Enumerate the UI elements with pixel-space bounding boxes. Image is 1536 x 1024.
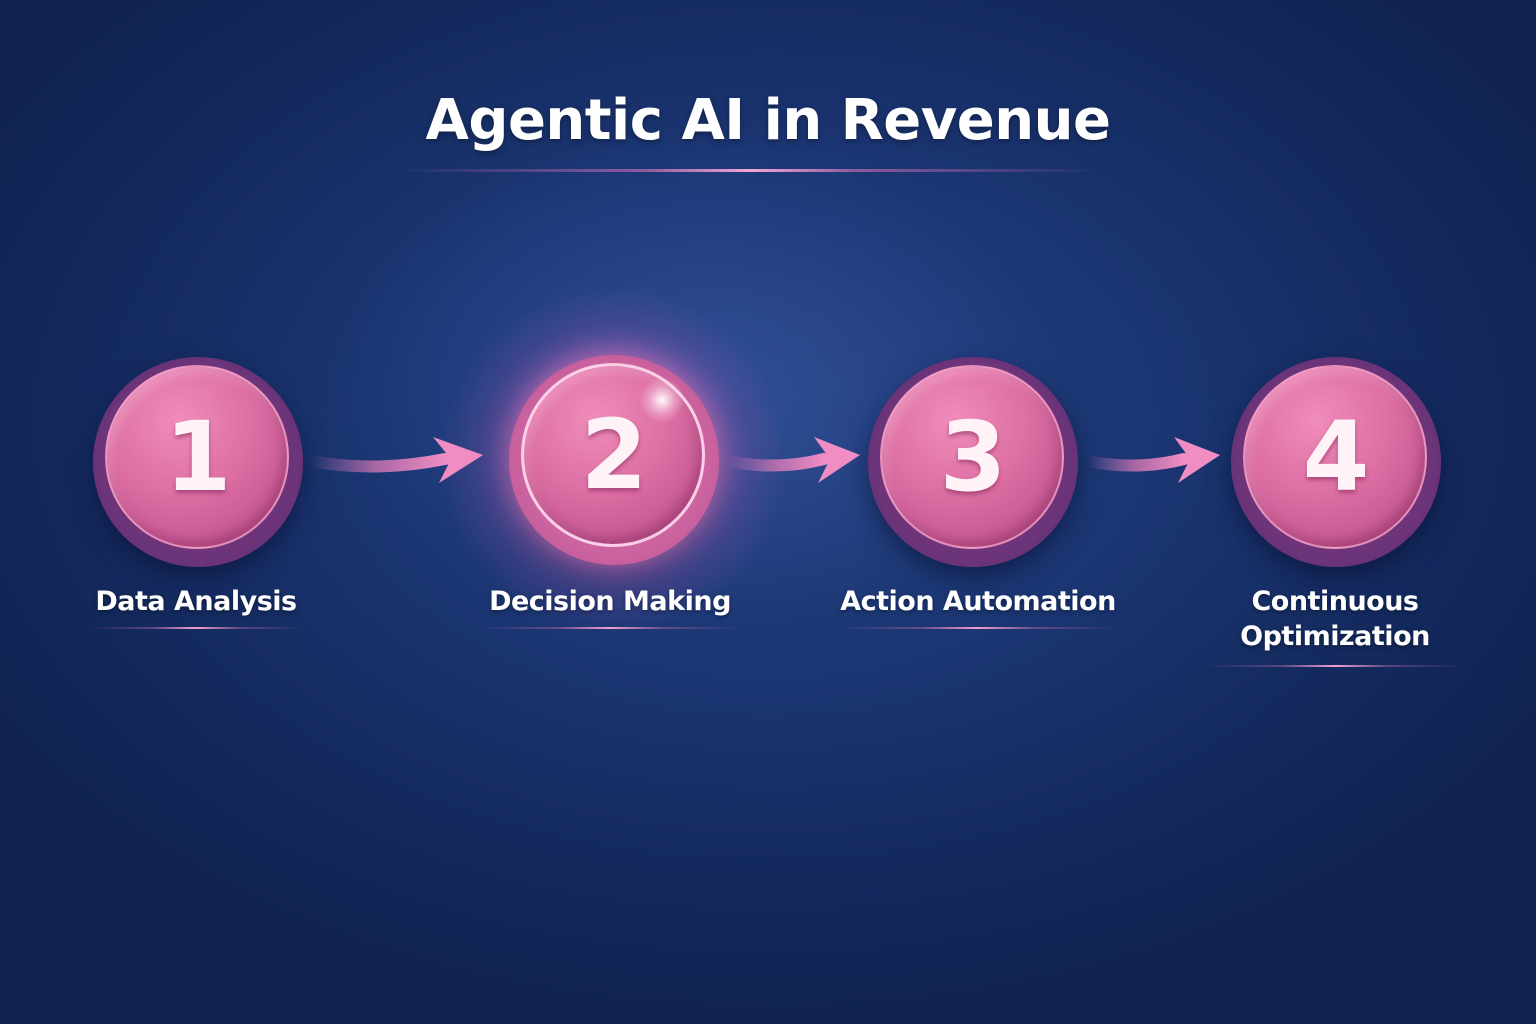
sparkle-icon [639,377,685,423]
step-2-number: 2 [580,399,648,511]
step-2-underline [480,627,740,629]
step-1-underline [88,627,304,629]
diagram-title: Agentic AI in Revenue [425,88,1111,153]
step-3-number: 3 [939,401,1007,513]
step-4-underline [1205,665,1465,667]
curved-arrow-right-icon [722,437,860,483]
step-4-label-line2: Optimization [1240,621,1430,653]
step-1-circle: 1 [93,357,303,567]
step-2-circle: 2 [439,285,789,635]
step-3-label: Action Automation [840,586,1116,617]
step-4-label: Continuous Optimization [1195,584,1475,654]
step-1-label: Data Analysis [95,586,297,617]
step-4-number: 4 [1302,401,1370,513]
step-3-underline [838,627,1118,629]
curved-arrow-right-icon [305,437,483,483]
step-1-number: 1 [164,401,232,513]
step-4-label-line1: Continuous [1251,586,1419,617]
step-4-circle: 4 [1231,357,1441,567]
step-3-circle: 3 [868,357,1078,567]
title-underline [400,169,1100,172]
step-2-label: Decision Making [489,586,731,617]
curved-arrow-right-icon [1082,437,1220,483]
